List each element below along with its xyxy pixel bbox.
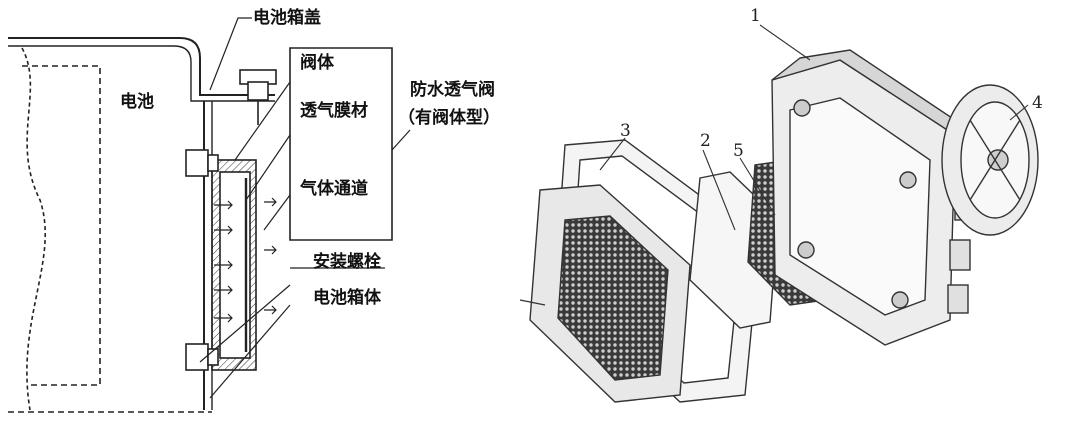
gas-flow-arrows bbox=[214, 197, 277, 323]
label-mounting-bolt: 安装螺栓 bbox=[313, 252, 381, 272]
part-number-4: 4 bbox=[1032, 93, 1043, 113]
cross-section-diagram bbox=[8, 17, 411, 413]
part-number-1: 1 bbox=[750, 6, 761, 26]
part-number-5: 5 bbox=[733, 141, 744, 161]
part-3-shape bbox=[519, 139, 761, 403]
label-breathable-membrane: 透气膜材 bbox=[300, 101, 368, 121]
label-gas-channel: 气体通道 bbox=[300, 179, 368, 199]
part-1-shape bbox=[771, 49, 976, 346]
part-number-2: 2 bbox=[700, 131, 711, 151]
label-battery-box-cover: 电池箱盖 bbox=[253, 8, 321, 28]
part-4-shape bbox=[941, 84, 1039, 236]
label-valve-body: 阀体 bbox=[300, 53, 334, 73]
label-valve-title-line2: （有阀体型） bbox=[398, 108, 500, 128]
exploded-view-diagram bbox=[519, 24, 1039, 403]
label-battery: 电池 bbox=[120, 92, 154, 112]
battery-box-cover-shape bbox=[8, 37, 275, 96]
label-battery-box-body: 电池箱体 bbox=[313, 288, 381, 308]
battery-shape bbox=[21, 47, 47, 411]
label-valve-title-line1: 防水透气阀 bbox=[410, 80, 495, 100]
part-number-3: 3 bbox=[620, 121, 631, 141]
